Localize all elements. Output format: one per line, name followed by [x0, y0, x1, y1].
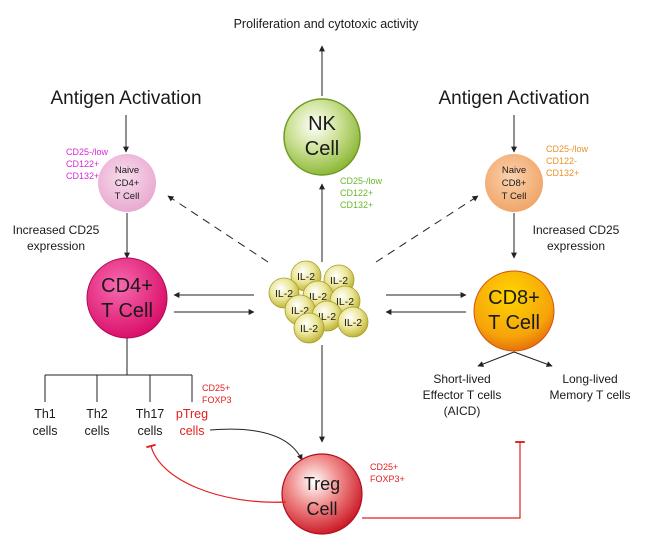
naive-cd8-markers: CD25-/low CD122- CD132+: [546, 144, 589, 178]
arrow-ptreg-to-treg: [209, 428, 303, 461]
svg-text:IL-2: IL-2: [344, 317, 362, 329]
il2-cluster: IL-2 IL-2 IL-2 IL-2 IL-2 IL-2 IL-2 IL-2: [268, 260, 369, 344]
cd8-line2: T Cell: [488, 312, 540, 334]
inhibition-to-cd8-effectors: [362, 441, 525, 519]
cd8-cell: [473, 270, 555, 352]
naive-cd4-marker: CD25-/low: [66, 147, 109, 157]
nk-label-line2: Cell: [305, 138, 339, 160]
subset-th1-line2: cells: [32, 424, 57, 438]
subset-th17-line2: cells: [137, 424, 162, 438]
treg-marker: CD25+: [370, 462, 398, 472]
naive-cd8-line3: T Cell: [502, 191, 527, 202]
left-heading: Antigen Activation: [50, 88, 201, 109]
nk-markers: CD25-/low CD122+ CD132+: [340, 176, 383, 210]
naive-cd8-marker: CD25-/low: [546, 144, 589, 154]
dashed-arrow-to-naive-cd8: [375, 195, 479, 263]
right-increase-line2: expression: [547, 239, 605, 253]
arrow-cd8-to-memory: [513, 351, 553, 367]
memory-line1: Long-lived: [562, 372, 617, 386]
right-increase-line1: Increased CD25: [533, 223, 620, 237]
top-label: Proliferation and cytotoxic activity: [234, 17, 420, 31]
subset-th2-line1: Th2: [86, 407, 108, 421]
svg-text:IL-2: IL-2: [275, 288, 293, 300]
ptreg-marker: FOXP3: [202, 395, 232, 405]
svg-text:IL-2: IL-2: [318, 311, 336, 323]
cd4-subset-tree: [44, 338, 193, 402]
il2-molecule: IL-2: [293, 312, 325, 344]
inhibition-to-th17: [146, 443, 287, 503]
naive-cd4-line1: Naive: [115, 165, 139, 176]
naive-cd4-line2: CD4+: [115, 178, 140, 189]
left-increase-line2: expression: [27, 239, 85, 253]
subset-th17-line1: Th17: [136, 407, 165, 421]
ptreg-markers: CD25+ FOXP3: [202, 383, 232, 405]
nk-cell: [283, 98, 361, 176]
cd4-line1: CD4+: [101, 275, 153, 297]
cd4-cell: [86, 257, 168, 339]
effector-line1: Short-lived: [433, 372, 490, 386]
cd4-line2: T Cell: [101, 300, 153, 322]
nk-label-line1: NK: [308, 113, 336, 135]
subset-ptreg-line2: cells: [179, 424, 204, 438]
right-heading: Antigen Activation: [438, 88, 589, 109]
svg-text:IL-2: IL-2: [300, 323, 318, 335]
treg-line1: Treg: [304, 474, 340, 494]
subset-th2-line2: cells: [84, 424, 109, 438]
subset-ptreg-line1: pTreg: [176, 407, 208, 421]
naive-cd8-marker: CD122-: [546, 156, 577, 166]
ptreg-marker: CD25+: [202, 383, 230, 393]
arrow-cd8-to-effector: [477, 351, 515, 367]
cd8-line1: CD8+: [488, 287, 540, 309]
nk-marker: CD122+: [340, 188, 373, 198]
left-increase-line1: Increased CD25: [13, 223, 100, 237]
naive-cd4-marker: CD132+: [66, 171, 99, 181]
naive-cd8-line1: Naive: [502, 165, 526, 176]
naive-cd4-line3: T Cell: [115, 191, 140, 202]
effector-line3: (AICD): [444, 404, 481, 418]
svg-text:IL-2: IL-2: [330, 275, 348, 287]
dashed-arrow-to-naive-cd4: [167, 195, 269, 263]
svg-text:IL-2: IL-2: [297, 271, 315, 283]
naive-cd8-marker: CD132+: [546, 168, 579, 178]
naive-cd8-cell: [485, 154, 543, 212]
subset-th1-line1: Th1: [34, 407, 56, 421]
treg-line2: Cell: [306, 499, 337, 519]
naive-cd4-markers: CD25-/low CD122+ CD132+: [66, 147, 109, 181]
treg-markers: CD25+ FOXP3+: [370, 462, 405, 484]
svg-text:IL-2: IL-2: [336, 296, 354, 308]
il2-molecule: IL-2: [337, 306, 369, 338]
treg-marker: FOXP3+: [370, 474, 405, 484]
nk-marker: CD25-/low: [340, 176, 383, 186]
memory-line2: Memory T cells: [550, 388, 631, 402]
naive-cd8-line2: CD8+: [502, 178, 527, 189]
naive-cd4-cell: [98, 154, 156, 212]
svg-text:IL-2: IL-2: [309, 291, 327, 303]
nk-marker: CD132+: [340, 200, 373, 210]
effector-line2: Effector T cells: [423, 388, 502, 402]
treg-cell: [281, 453, 363, 535]
naive-cd4-marker: CD122+: [66, 159, 99, 169]
